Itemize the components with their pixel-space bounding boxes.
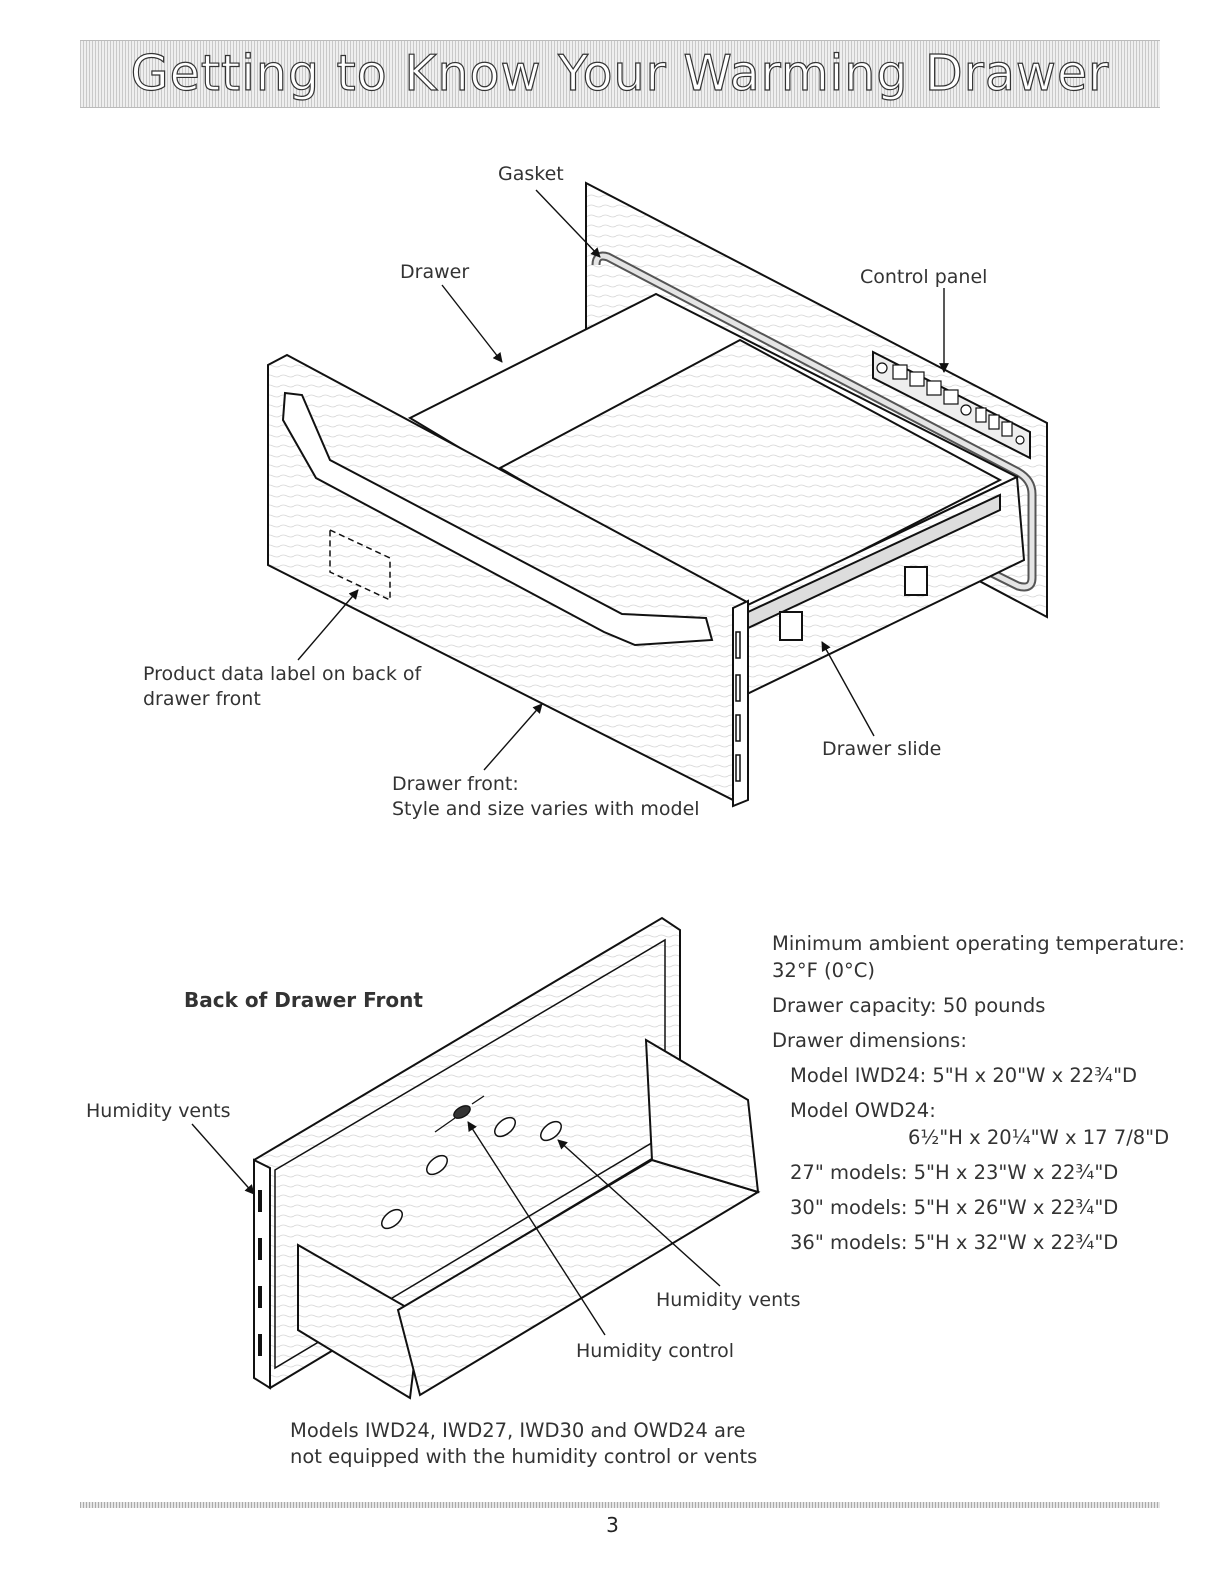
spec-model-owd24-value: 6½"H x 20¼"W x 17 7/8"D [908,1126,1170,1149]
spec-min-temp-value: 32°F (0°C) [772,959,875,982]
label-drawer-front-line2: Style and size varies with model [392,798,700,820]
spec-capacity: Drawer capacity: 50 pounds [772,994,1046,1017]
page-title: Getting to Know Your Warming Drawer [130,44,1110,102]
drawer-handle [281,391,714,647]
back-of-drawer-front-illustration [253,916,761,1400]
label-drawer: Drawer [400,261,469,283]
spec-min-temp-label: Minimum ambient operating temperature: [772,932,1185,955]
label-humidity-control: Humidity control [576,1340,734,1362]
drawer-right-wall [644,1038,760,1194]
back-of-drawer-front-title: Back of Drawer Front [184,988,423,1012]
label-control-panel: Control panel [860,266,987,288]
label-drawer-front-line1: Drawer front: [392,773,519,795]
footer-rule [80,1502,1160,1508]
warming-drawer-illustration [267,181,1048,808]
product-data-label [329,528,391,602]
spec-models-36: 36" models: 5"H x 32"W x 22¾"D [790,1231,1119,1254]
drawer-front-edge-slots [735,631,741,782]
spec-model-iwd24: Model IWD24: 5"H x 20"W x 22¾"D [790,1064,1138,1087]
control-panel-buttons [876,362,1025,445]
label-drawer-slide: Drawer slide [822,738,941,760]
title-band: Getting to Know Your Warming Drawer [80,40,1160,108]
humidity-note: Models IWD24, IWD27, IWD30 and OWD24 are… [290,1418,810,1470]
page-number: 3 [606,1513,619,1537]
spec-models-27: 27" models: 5"H x 23"W x 22¾"D [790,1161,1119,1184]
label-humidity-vents-right: Humidity vents [656,1289,801,1311]
label-gasket: Gasket [498,163,564,185]
spec-models-30: 30" models: 5"H x 26"W x 22¾"D [790,1196,1119,1219]
spec-dimensions-label: Drawer dimensions: [772,1029,967,1052]
humidity-control [434,1095,485,1133]
humidity-vents [381,1116,562,1230]
humidity-note-line2: not equipped with the humidity control o… [290,1445,758,1468]
label-product-data-line2: drawer front [143,688,261,710]
back-panel-edge [253,1158,271,1390]
back-panel-edge-slots [258,1190,262,1356]
label-humidity-vents-left: Humidity vents [86,1100,231,1122]
specifications: Minimum ambient operating temperature: 3… [772,930,1192,1256]
spec-model-owd24-label: Model OWD24: [790,1099,936,1122]
drawer-side-wall [297,1243,422,1400]
humidity-note-line1: Models IWD24, IWD27, IWD30 and OWD24 are [290,1419,746,1442]
label-product-data-line1: Product data label on back of [143,663,423,685]
